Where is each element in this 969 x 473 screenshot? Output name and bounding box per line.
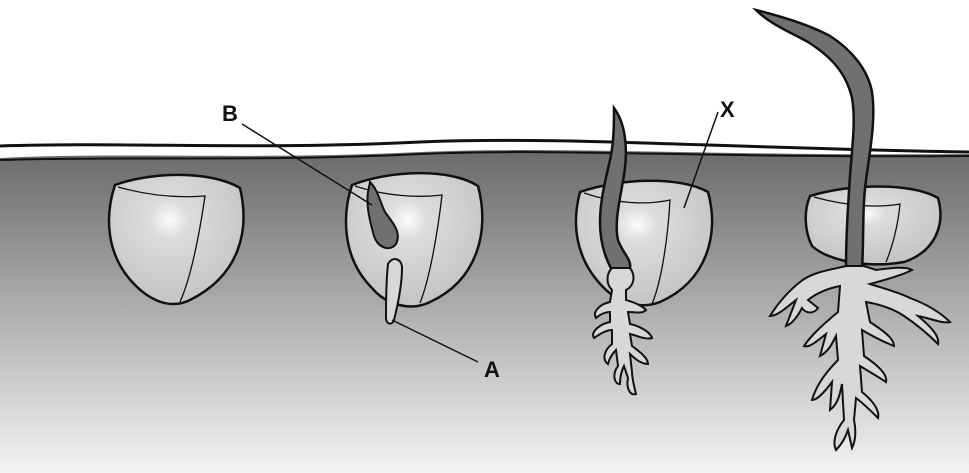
label-x: X bbox=[720, 97, 735, 122]
seed-coat bbox=[806, 187, 941, 265]
ground-surface-line bbox=[0, 140, 969, 152]
label-b: B bbox=[222, 101, 238, 126]
label-a: A bbox=[484, 357, 500, 382]
